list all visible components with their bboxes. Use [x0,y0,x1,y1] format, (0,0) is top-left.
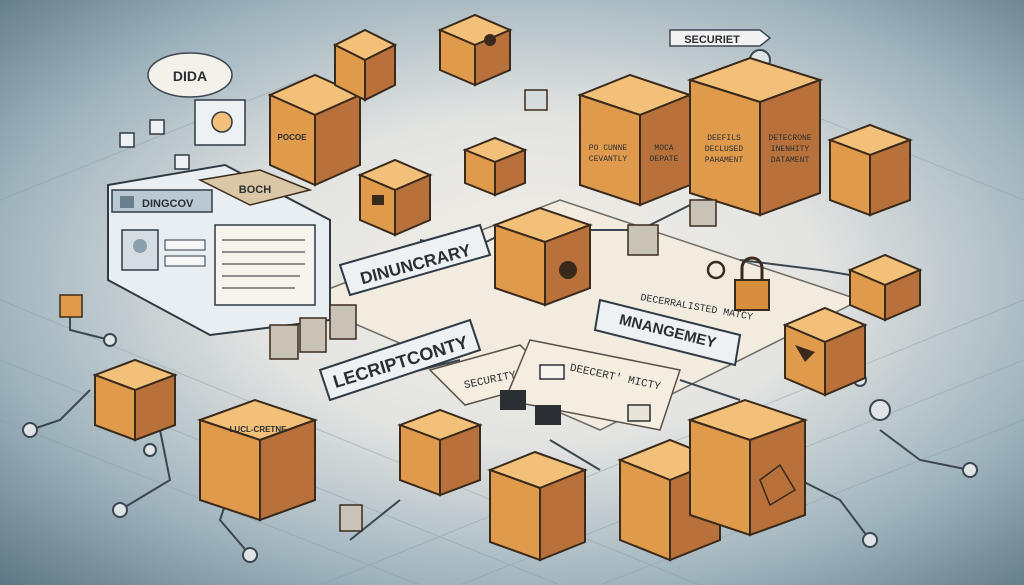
key-icon [706,260,726,280]
grey-cubes [59,199,717,532]
box-mid-padlock [357,158,433,237]
network-icon [759,463,797,507]
floating-icons [119,99,246,170]
dida-label: DIDA [173,68,207,84]
avatar [133,239,147,253]
envelope-icon [795,345,815,362]
secure-pen-tag: SECURIET [669,29,772,47]
user-icon [500,390,526,410]
box-center-bitcoin [492,206,593,307]
box-small-mid [462,136,528,197]
secure-tag-label: SECURIET [684,34,740,46]
identity-window: DINGCOV BOCH [107,163,331,337]
dida-bubble: DIDA [147,52,233,98]
box-far-right-2 [847,253,923,322]
box-top-left-label: POCOE [278,133,308,142]
box-upper-bitcoin [437,13,513,87]
box-bottom-left-large: LUCL-CRETNE [196,398,319,522]
box-far-right [827,123,913,217]
decert-card: DEECERT' MICTY [500,339,681,431]
bitcoin-icon [559,261,577,279]
box-bottom-left-label: LUCL-CRETNE [230,425,288,434]
padlock-icon [524,89,548,111]
box-bottom-right-large [686,398,809,537]
box-right-envelope [782,306,868,397]
user-icon [535,405,561,425]
box-bottom-center [487,450,588,562]
user-icon [120,196,134,208]
box-bottom-mid [397,408,483,497]
box-top-left: POCOE [267,73,363,187]
padlock-icon [372,195,384,205]
shield-icon [627,404,651,422]
box-left-low [92,358,178,442]
boch-label: BOCH [239,184,271,196]
dinocov-label: DINGCOV [142,198,194,210]
bitcoin-icon [484,34,496,46]
padlocks [524,89,770,311]
box-upper-1 [332,28,398,102]
lock-icon [734,279,770,311]
